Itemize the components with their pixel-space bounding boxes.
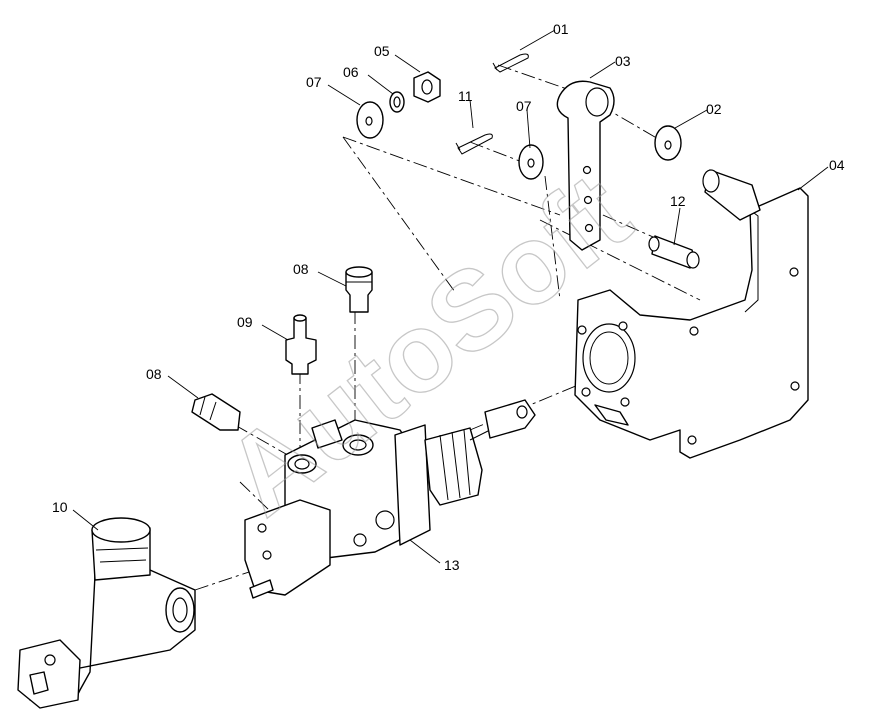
valve-assembly-13: [244, 399, 536, 599]
pin-12: [648, 235, 700, 269]
leader-lines: [72, 29, 829, 564]
callout-10: 10: [52, 499, 68, 515]
callout-08-top: 08: [293, 261, 309, 277]
callout-04: 04: [829, 157, 845, 173]
cotter-pin-11: [455, 133, 493, 155]
callout-09: 09: [237, 314, 253, 330]
callout-13: 13: [444, 557, 460, 573]
lever-03: [556, 80, 615, 251]
callout-12: 12: [670, 193, 686, 209]
callout-11: 11: [458, 88, 473, 104]
bracket-04: [574, 187, 809, 459]
washer-07b: [518, 144, 544, 180]
fitting-08-left: [191, 393, 241, 431]
master-cylinder-10: [17, 517, 196, 709]
callout-06: 06: [343, 64, 359, 80]
callout-03: 03: [615, 53, 631, 69]
callout-labels: 01 03 02 04 05 06 07 11 07 12 08 09 08 1…: [52, 21, 845, 573]
washer-07a: [356, 101, 384, 139]
fitting-09: [285, 314, 317, 375]
fitting-08-top: [345, 266, 373, 313]
callout-07-left: 07: [306, 74, 322, 90]
washer-02: [654, 125, 682, 161]
callout-05: 05: [374, 43, 390, 59]
nut-05: [413, 71, 441, 103]
cotter-pin-01: [492, 53, 529, 73]
bracket-shaft: [702, 169, 761, 221]
callout-01: 01: [553, 21, 569, 37]
callout-08-left: 08: [146, 366, 162, 382]
callout-02: 02: [706, 101, 722, 117]
spring-washer-06: [389, 91, 405, 113]
callout-07-right: 07: [516, 98, 532, 114]
